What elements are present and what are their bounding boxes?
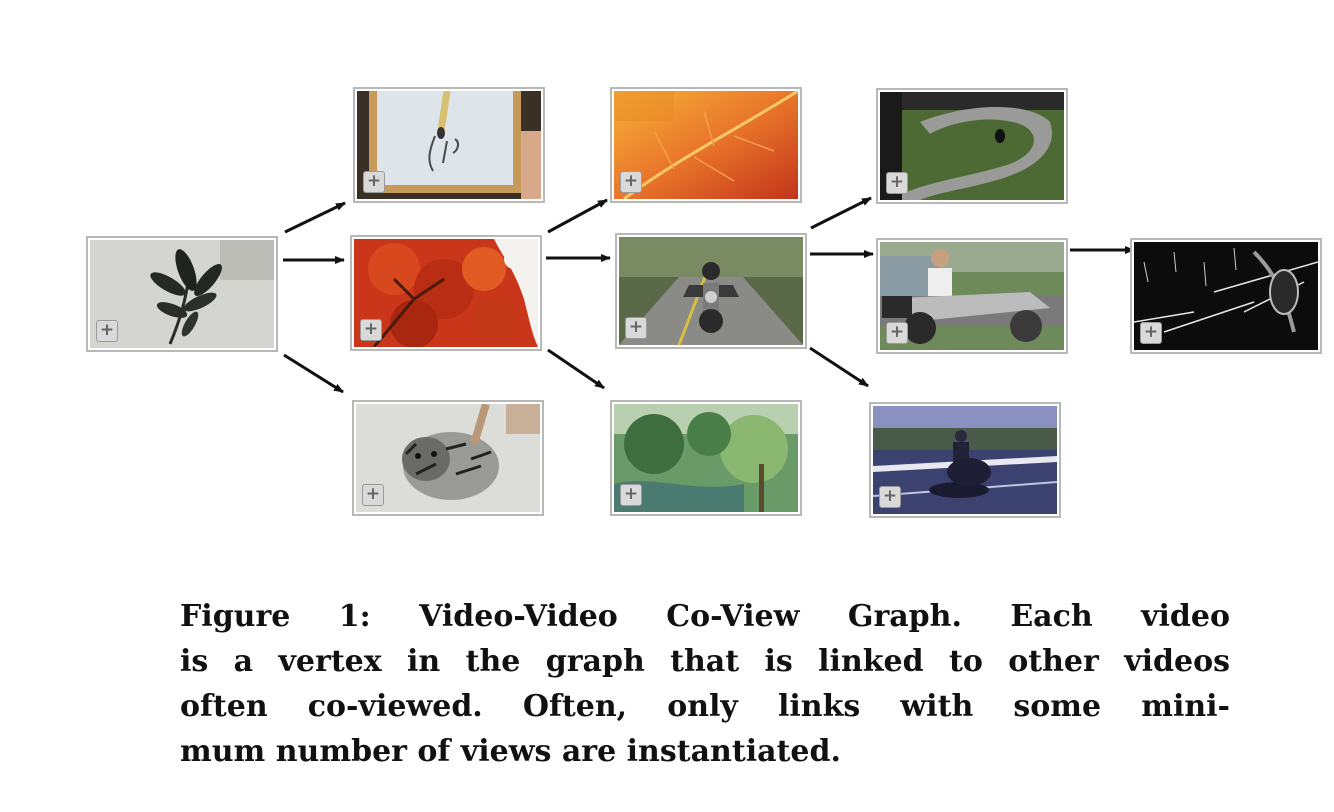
plus-icon[interactable]: + (620, 484, 642, 506)
thumbnail-motorcycle-forest (619, 237, 803, 345)
video-node-calligraphy[interactable]: + (353, 87, 545, 203)
plus-icon[interactable]: + (886, 322, 908, 344)
plus-icon[interactable]: + (886, 172, 908, 194)
caption-line: mum number of views are instantiated. (180, 734, 841, 769)
plus-icon[interactable]: + (625, 317, 647, 339)
video-node-ink-leaves[interactable]: + (86, 236, 278, 352)
video-node-race-track[interactable]: + (876, 88, 1068, 204)
thumbnail-ink-leaves (90, 240, 274, 348)
plus-icon[interactable]: + (96, 320, 118, 342)
caption-line: often co-viewed. Often, only links with … (180, 689, 1230, 724)
caption-line: Figure 1: Video-Video Co-View Graph. Eac… (180, 599, 1230, 634)
thumbnail-calligraphy (357, 91, 541, 199)
video-node-man-on-motorcycle[interactable]: + (876, 238, 1068, 354)
thumbnail-orange-leaf (614, 91, 798, 199)
edge-v2-v4 (547, 198, 608, 234)
plus-icon[interactable]: + (360, 319, 382, 341)
video-node-dark-streaks[interactable]: + (1130, 238, 1322, 354)
edge-v0-v3 (283, 353, 344, 394)
thumbnail-green-trees (614, 404, 798, 512)
thumbnail-tiger-drawing (356, 404, 540, 512)
edge-v0-v1 (284, 201, 346, 234)
edge-layer (283, 196, 1135, 394)
video-node-rider-on-road[interactable]: + (869, 402, 1061, 518)
video-node-tiger-drawing[interactable]: + (352, 400, 544, 516)
edge-v5-v7 (810, 196, 872, 230)
thumbnail-race-track (880, 92, 1064, 200)
plus-icon[interactable]: + (362, 484, 384, 506)
plus-icon[interactable]: + (1140, 322, 1162, 344)
video-node-orange-leaf[interactable]: + (610, 87, 802, 203)
thumbnail-man-on-motorcycle (880, 242, 1064, 350)
plus-icon[interactable]: + (879, 486, 901, 508)
edge-v2-v6 (547, 348, 605, 390)
plus-icon[interactable]: + (363, 171, 385, 193)
thumbnail-red-tree (354, 239, 538, 347)
thumbnail-rider-on-road (873, 406, 1057, 514)
plus-icon[interactable]: + (620, 171, 642, 193)
thumbnail-dark-streaks (1134, 242, 1318, 350)
figure-caption: Figure 1: Video-Video Co-View Graph. Eac… (180, 594, 1230, 774)
video-node-green-trees[interactable]: + (610, 400, 802, 516)
video-node-red-tree[interactable]: + (350, 235, 542, 351)
edge-v5-v9 (809, 346, 869, 388)
caption-line: is a vertex in the graph that is linked … (180, 644, 1230, 679)
video-node-motorcycle-forest[interactable]: + (615, 233, 807, 349)
